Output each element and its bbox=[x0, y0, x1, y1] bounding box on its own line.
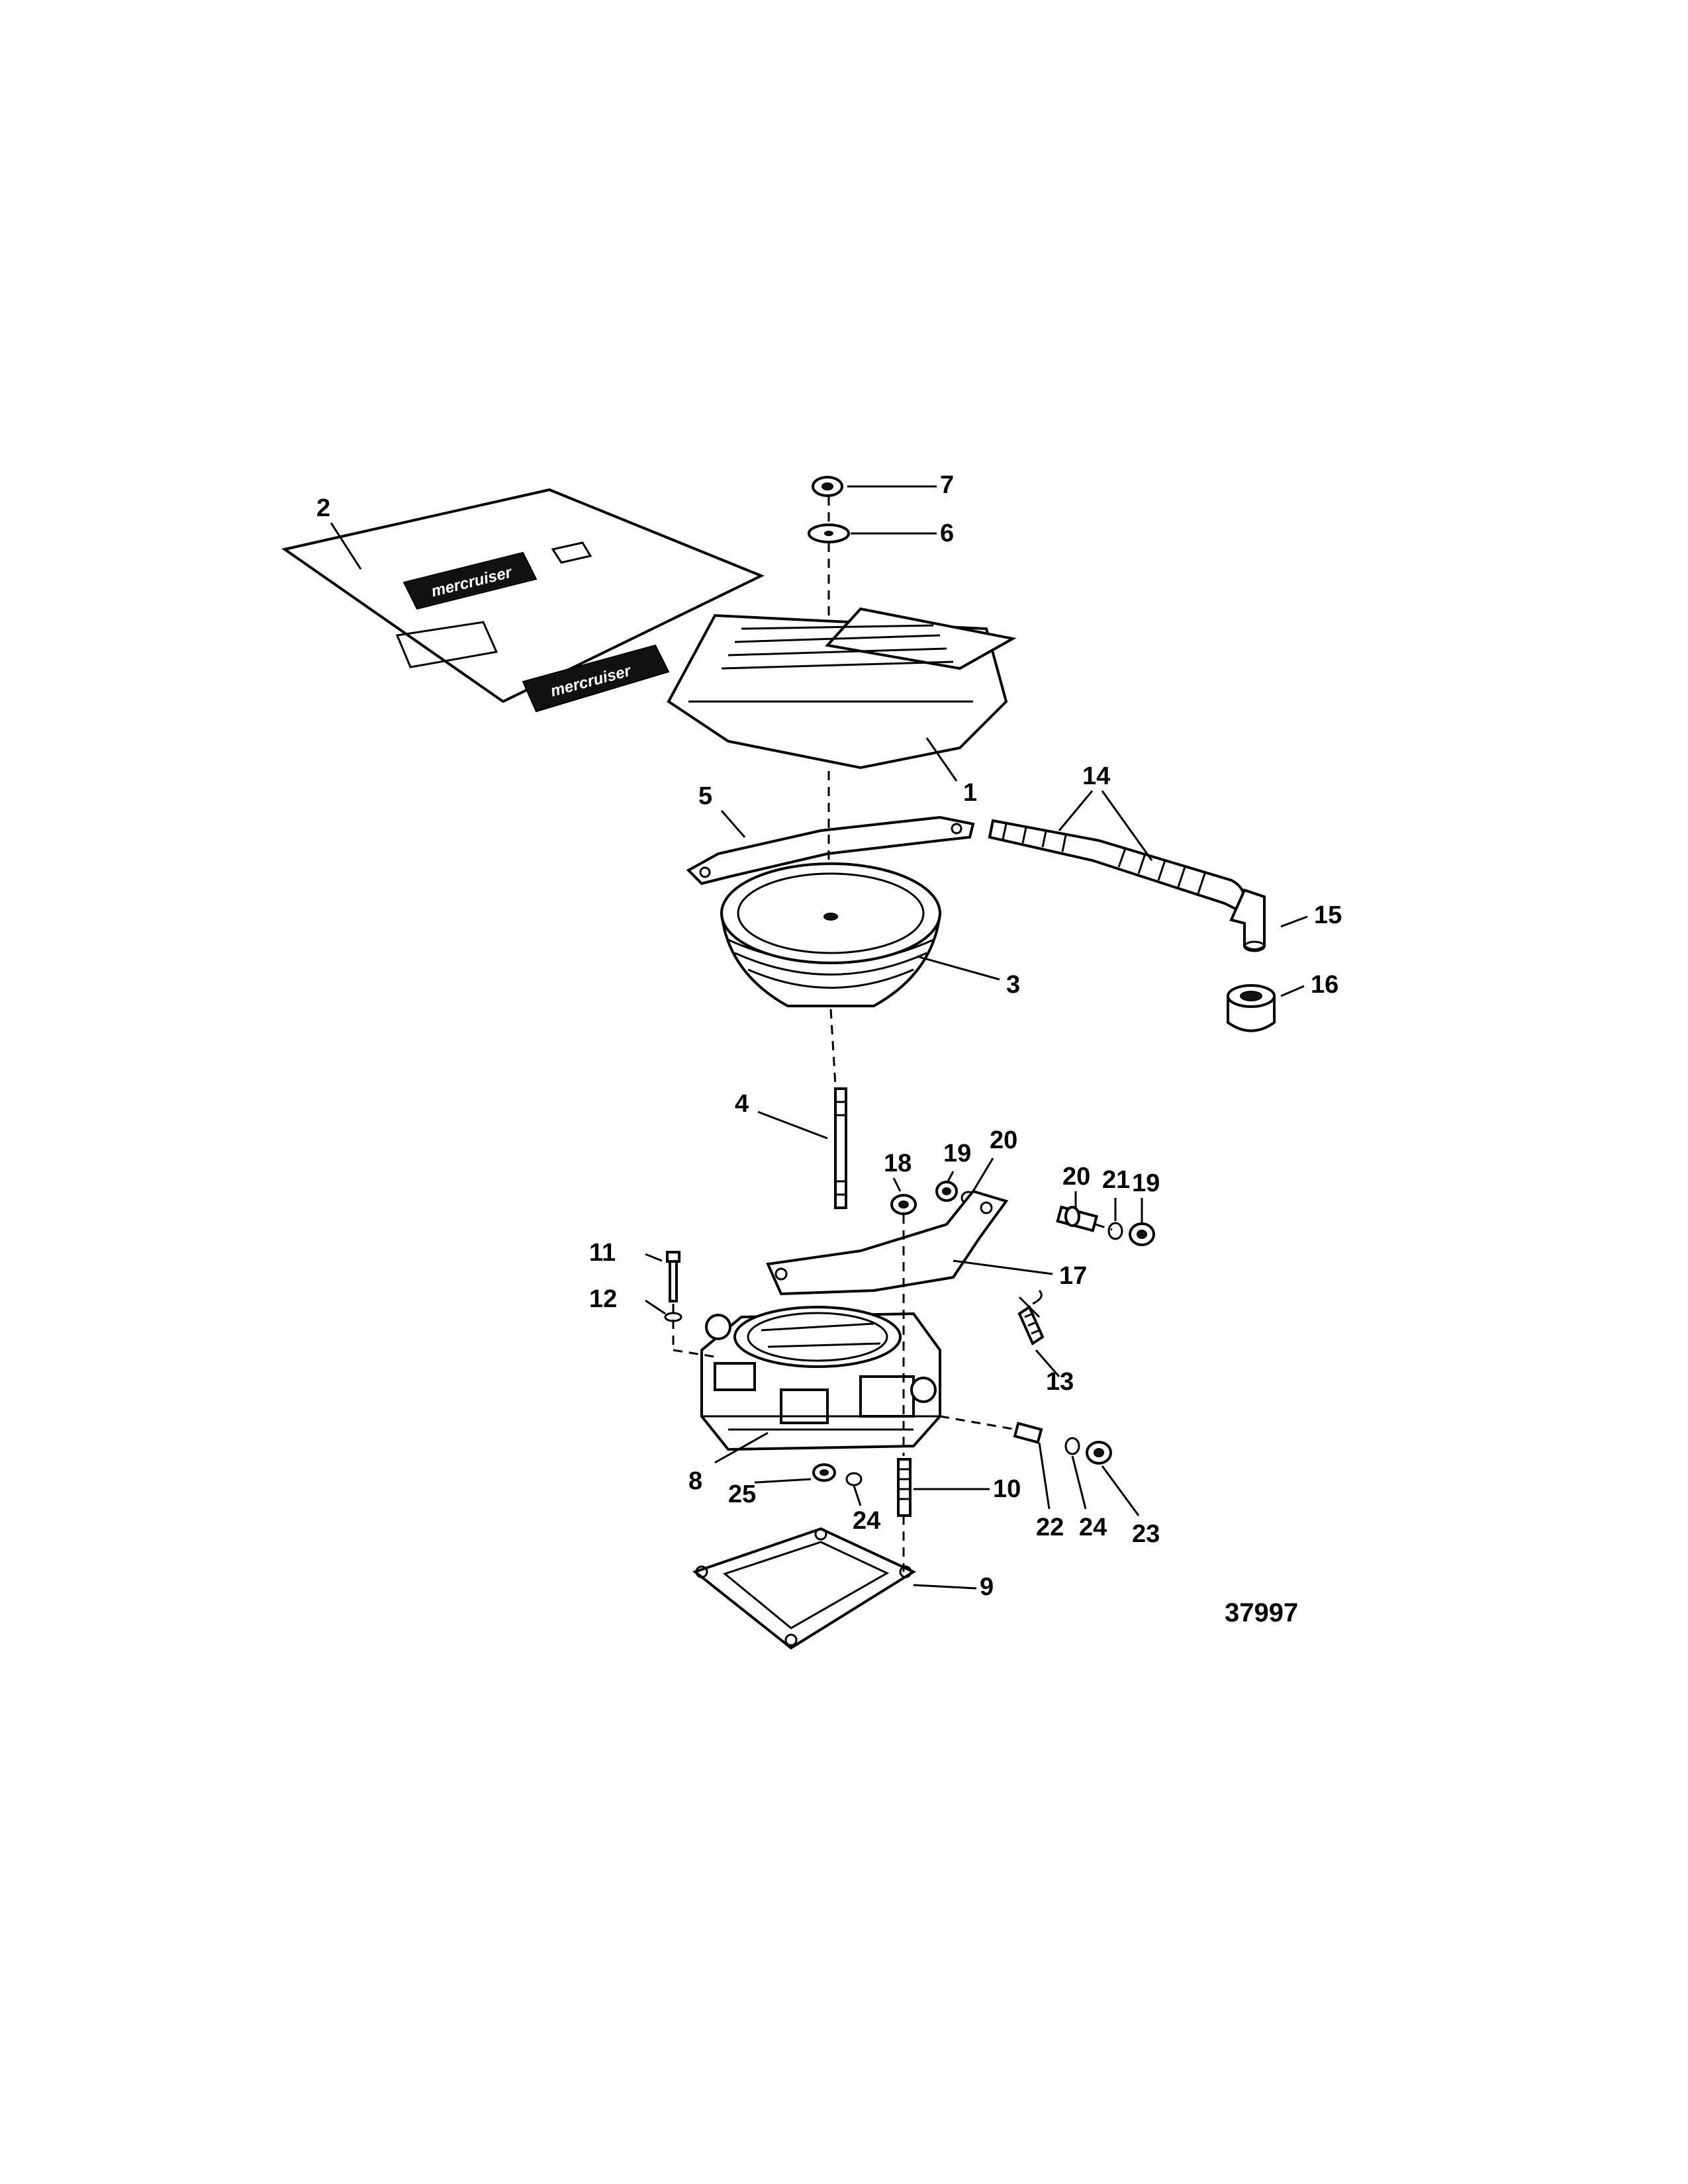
callout-17: 17 bbox=[1059, 1262, 1087, 1290]
washer-24a bbox=[845, 1472, 863, 1486]
air-cleaner-element bbox=[720, 862, 942, 1007]
callout-24b: 24 bbox=[1079, 1514, 1107, 1541]
callout-19a: 19 bbox=[943, 1140, 971, 1167]
vent-grommet bbox=[1227, 984, 1276, 1032]
nut-18 bbox=[890, 1194, 917, 1215]
callout-21a: 20 bbox=[990, 1126, 1017, 1154]
callout-4: 4 bbox=[735, 1090, 749, 1118]
callout-25: 25 bbox=[728, 1480, 756, 1508]
top-nut bbox=[812, 476, 843, 497]
air-cleaner-cover bbox=[667, 607, 1017, 770]
callout-7: 7 bbox=[940, 471, 954, 499]
callout-21b: 21 bbox=[1102, 1166, 1130, 1194]
stud-10 bbox=[897, 1458, 912, 1517]
callout-numbers: 7 6 2 1 5 3 14 15 16 4 18 19 20 20 21 19… bbox=[316, 471, 1342, 1601]
leader-lines bbox=[330, 485, 1308, 1590]
figure-number: 37997 bbox=[1225, 1598, 1298, 1627]
callout-14: 14 bbox=[1082, 762, 1110, 790]
callout-11: 11 bbox=[589, 1239, 616, 1267]
callout-12: 12 bbox=[589, 1285, 617, 1313]
callout-20: 20 bbox=[1062, 1163, 1090, 1191]
washer-21b bbox=[1107, 1222, 1123, 1240]
callout-24a: 24 bbox=[853, 1507, 880, 1535]
screw-11 bbox=[666, 1251, 680, 1302]
callout-8: 8 bbox=[688, 1467, 702, 1495]
callout-19b: 19 bbox=[1132, 1169, 1160, 1197]
callout-15: 15 bbox=[1314, 901, 1342, 929]
carburetor bbox=[700, 1306, 941, 1451]
return-spring bbox=[1017, 1289, 1045, 1345]
throttle-bracket bbox=[766, 1189, 1009, 1296]
callout-22: 22 bbox=[1036, 1514, 1064, 1541]
washer-24b bbox=[1064, 1437, 1080, 1455]
callout-5: 5 bbox=[698, 782, 712, 810]
callout-23: 23 bbox=[1132, 1520, 1160, 1548]
carburetor-gasket bbox=[692, 1527, 917, 1650]
callout-2: 2 bbox=[316, 494, 330, 522]
callout-13: 13 bbox=[1046, 1368, 1074, 1396]
nut-23 bbox=[1086, 1441, 1112, 1465]
callout-3: 3 bbox=[1006, 971, 1020, 999]
callout-18: 18 bbox=[884, 1150, 912, 1177]
nut-19b bbox=[1129, 1222, 1155, 1246]
callout-10: 10 bbox=[993, 1475, 1021, 1503]
callout-6: 6 bbox=[940, 520, 954, 547]
stud bbox=[834, 1087, 847, 1209]
nut-25 bbox=[812, 1463, 836, 1482]
top-washer bbox=[808, 523, 850, 543]
callout-9: 9 bbox=[980, 1573, 994, 1601]
centerlines bbox=[672, 496, 1113, 1572]
callout-1: 1 bbox=[963, 779, 977, 807]
throttle-stud-20 bbox=[1056, 1205, 1099, 1232]
vent-hose bbox=[988, 819, 1246, 912]
callout-16: 16 bbox=[1311, 971, 1338, 999]
decal-sheet: mercruiser mercruiser bbox=[281, 488, 765, 713]
fitting-22 bbox=[1013, 1422, 1043, 1444]
vent-fitting bbox=[1229, 888, 1266, 952]
nut-19a bbox=[935, 1181, 958, 1202]
bracket bbox=[686, 815, 975, 886]
